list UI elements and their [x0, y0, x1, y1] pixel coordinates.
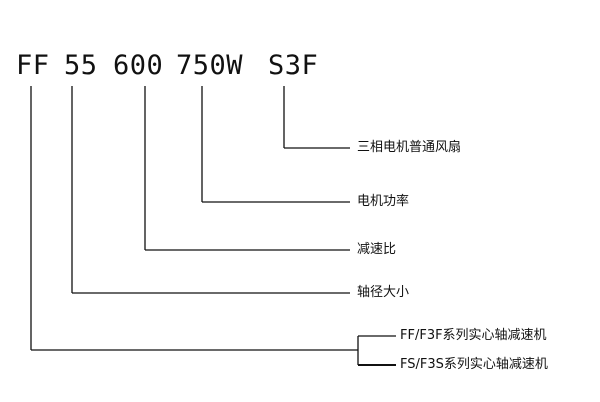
code-motor-type: S3F — [268, 50, 319, 81]
label-ratio: 减速比 — [357, 242, 397, 257]
label-series-fs: FS/F3S系列实心轴减速机 — [400, 357, 548, 372]
code-shaft-size: 55 — [64, 50, 98, 81]
label-series-ff: FF/F3F系列实心轴减速机 — [400, 328, 547, 343]
code-series: FF — [16, 50, 50, 81]
code-ratio: 600 — [113, 50, 164, 81]
code-power: 750W — [176, 50, 244, 81]
label-motor-type: 三相电机普通风扇 — [357, 140, 462, 155]
label-power: 电机功率 — [357, 194, 410, 209]
label-shaft-size: 轴径大小 — [357, 285, 410, 300]
